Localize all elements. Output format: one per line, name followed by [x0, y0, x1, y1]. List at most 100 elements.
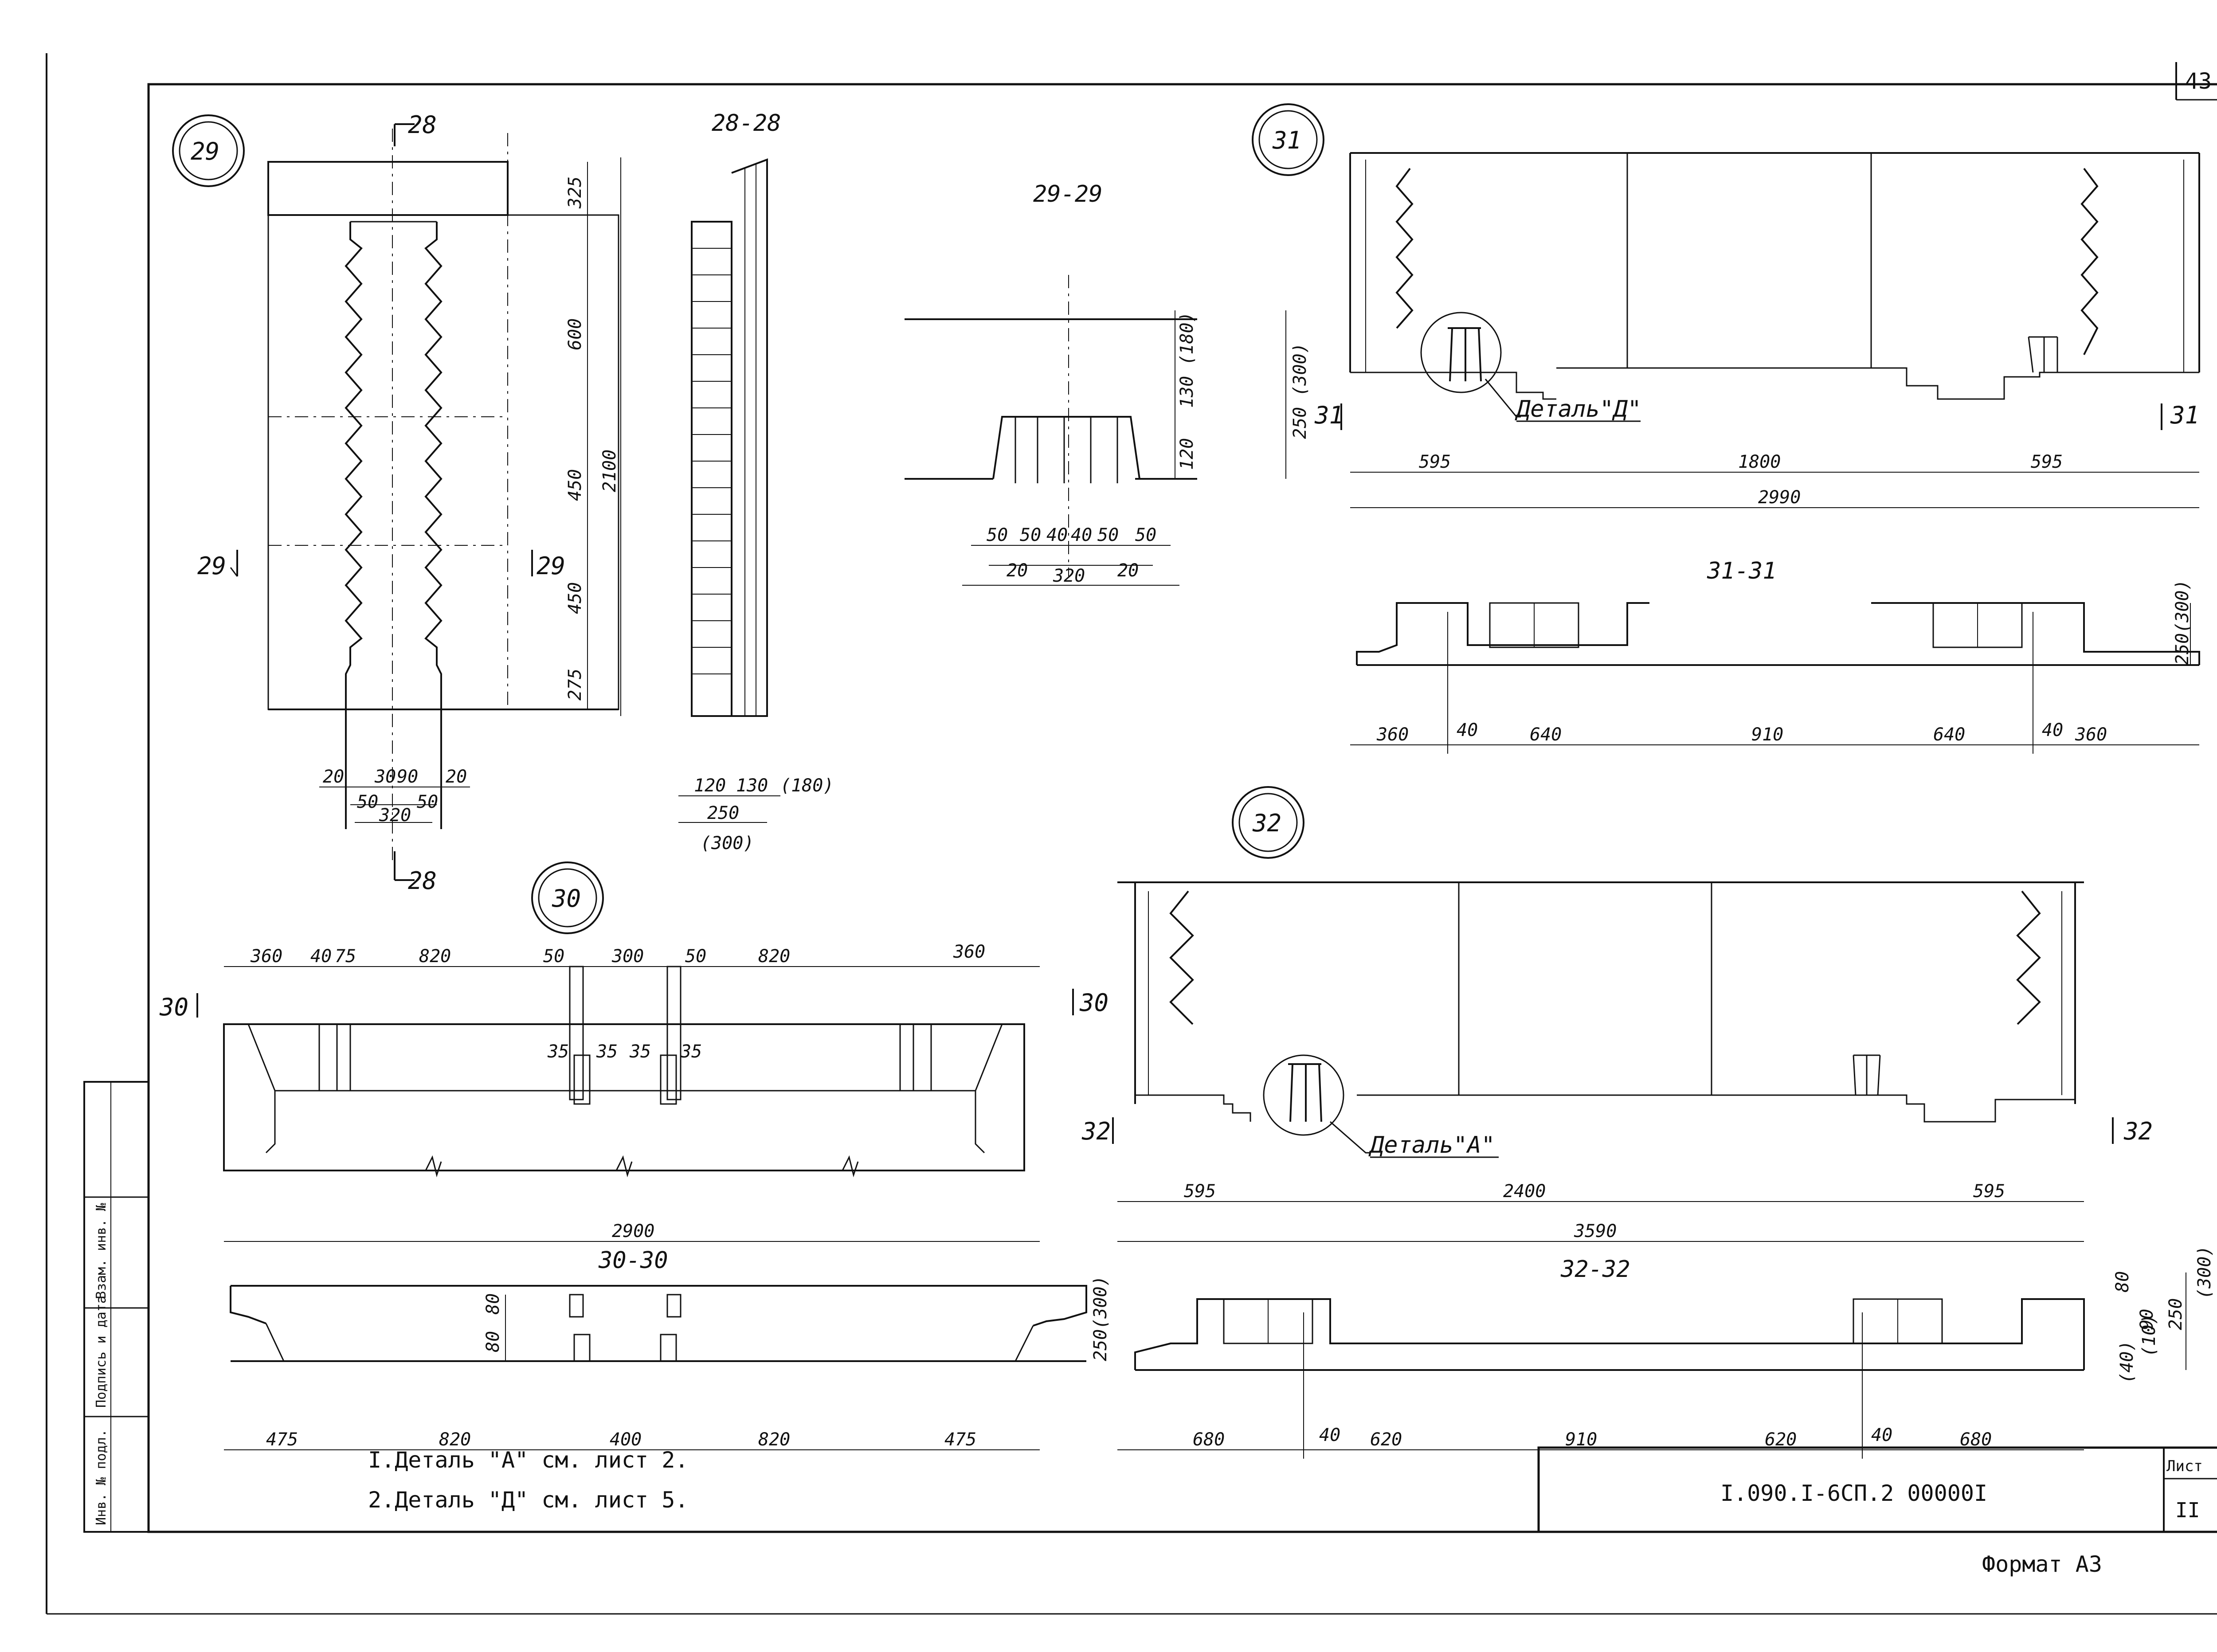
marker-31-label: 31	[1272, 126, 1301, 154]
title-block: I.090.I-6СП.2 00000I Лист II	[1537, 1446, 2217, 1533]
dim-2990: 2990	[1758, 487, 1801, 508]
format-label: Формат А3	[1982, 1551, 2102, 1577]
section-31-31-title: 31-31	[1707, 558, 1777, 584]
dim-50-a: 50	[987, 525, 1008, 545]
cut-29-left-label: 29	[197, 552, 226, 580]
cut-28-bottom-label: 28	[408, 867, 437, 895]
dim-20-a: 20	[1007, 560, 1028, 581]
detail-a-callout: Деталь"А"	[1368, 1132, 1495, 1159]
dim-2100: 2100	[599, 450, 620, 492]
dim-250-300-b: 250(300)	[2172, 579, 2193, 665]
view-31: 31 Деталь"Д" 31 31 595 1800 595 2990	[1252, 103, 2200, 508]
dim-1800: 1800	[1738, 452, 1781, 472]
dim-595-a: 595	[1419, 452, 1451, 472]
dim-30: 30	[374, 767, 396, 787]
dim-40-b: 40	[1071, 525, 1092, 545]
dim-35-a: 35	[547, 1041, 569, 1062]
dim-450-a: 450	[565, 469, 585, 501]
dim-250-c: 250	[2166, 1298, 2186, 1330]
dim-3590: 3590	[1574, 1221, 1617, 1241]
dim-75: 75	[335, 946, 356, 967]
dim-120-b: 120	[1177, 438, 1197, 470]
view-30: 30 30 30 360 40 75 820 50 300 50 820 360…	[159, 861, 1108, 1242]
dim-20-b: 20	[1117, 560, 1139, 581]
view-31-31: 31-31 250(300) 360 40 640 910 640 40 360	[1350, 558, 2200, 754]
dim-680-b: 680	[1960, 1429, 1992, 1450]
section-32-32-title: 32-32	[1560, 1256, 1630, 1283]
dim-50-right: 50	[417, 792, 438, 812]
dim-475-a: 475	[266, 1429, 298, 1450]
detail-d-callout: Деталь"Д"	[1515, 396, 1641, 423]
dim-820-d: 820	[758, 1429, 790, 1450]
dim-680-a: 680	[1193, 1429, 1225, 1450]
dim-80-e: 80	[2112, 1271, 2133, 1292]
dim-640-b: 640	[1933, 724, 1965, 745]
dim-320-b: 320	[1053, 566, 1085, 586]
dim-20-right: 20	[446, 767, 467, 787]
dim-620-a: 620	[1370, 1429, 1402, 1450]
sheet-frame	[46, 53, 2217, 1615]
dim-40-d: 40	[2042, 720, 2063, 740]
dim-450-b: 450	[565, 582, 585, 614]
note-2: 2.Деталь "Д" см. лист 5.	[368, 1487, 688, 1513]
cut-30-left-label: 30	[159, 993, 188, 1021]
marker-30-ring	[531, 861, 604, 934]
dim-250: 250	[707, 803, 739, 823]
section-30-30-title: 30-30	[598, 1247, 668, 1274]
cut-28-top-label: 28	[408, 111, 437, 139]
dim-130: 130	[736, 775, 768, 796]
marker-29-ring	[172, 114, 245, 187]
dim-820-c: 820	[439, 1429, 471, 1450]
dim-90: 90	[397, 767, 418, 787]
dim-40-alt: (40)	[2117, 1341, 2137, 1383]
dim-600: 600	[565, 318, 585, 350]
detail-d-circle	[1420, 312, 1502, 393]
marker-32-label: 32	[1252, 809, 1281, 837]
dim-640-a: 640	[1530, 724, 1562, 745]
dim-300-alt: (300)	[701, 833, 754, 853]
dim-50-e: 50	[543, 946, 564, 967]
page-number: 43	[2185, 68, 2212, 94]
section-28-28-title: 28-28	[712, 110, 781, 137]
dim-180-alt: (180)	[780, 775, 834, 796]
dim-40-a: 40	[1046, 525, 1068, 545]
dim-820-b: 820	[758, 946, 790, 967]
dim-250-300: 250 (300)	[1290, 343, 1310, 439]
dim-10-alt: (10)	[2139, 1314, 2159, 1357]
view-30-30: 30-30 80 80 250(300) 475 820 400 820 475	[224, 1247, 1111, 1450]
side-stamp: Инв. № подл. Подпись и дата Взам. инв. №	[94, 1203, 109, 1525]
cut-32-left-label: 32	[1081, 1117, 1111, 1145]
dim-400: 400	[610, 1429, 642, 1450]
view-28-28: 28-28 120 130 (180) 250 (300)	[678, 110, 834, 853]
dim-35-d: 35	[680, 1041, 702, 1062]
dim-325: 325	[565, 176, 585, 209]
note-1: I.Деталь "А" см. лист 2.	[368, 1447, 688, 1473]
dim-360-b: 360	[2075, 724, 2107, 745]
view-32-32: 32-32 80 (40) 90 (10) 250 (300) 680 40 6…	[1117, 1246, 2215, 1459]
dim-620-b: 620	[1765, 1429, 1797, 1450]
dim-80-b: 80	[483, 1331, 503, 1352]
dim-360-a: 360	[1376, 724, 1409, 745]
dim-40-e: 40	[1319, 1425, 1340, 1445]
cut-30-right-label: 30	[1079, 989, 1108, 1017]
sheet-label: Лист	[2166, 1457, 2203, 1475]
section-29-29-title: 29-29	[1033, 181, 1103, 207]
dim-595-c: 595	[1184, 1181, 1216, 1202]
dim-40-c: 40	[1457, 720, 1478, 740]
marker-29-label: 29	[191, 137, 219, 165]
sheet-number: II	[2175, 1498, 2200, 1522]
dim-40-f: 40	[1871, 1425, 1892, 1445]
dim-2900: 2900	[612, 1221, 654, 1241]
dim-80-a: 80	[483, 1293, 503, 1315]
dim-300-alt-c: (300)	[2194, 1246, 2215, 1299]
cut-32-right-label: 32	[2123, 1117, 2153, 1145]
cut-29-right-label: 29	[537, 552, 565, 580]
view-29-29: 29-29 130 (180) 120 250 (300) 50 50 40 4…	[905, 181, 1310, 586]
dim-275: 275	[565, 669, 585, 701]
dim-90-b: 90	[2137, 1309, 2157, 1330]
dim-820-a: 820	[419, 946, 451, 967]
dim-130-180: 130 (180)	[1177, 312, 1197, 408]
marker-31-ring	[1252, 103, 1324, 176]
